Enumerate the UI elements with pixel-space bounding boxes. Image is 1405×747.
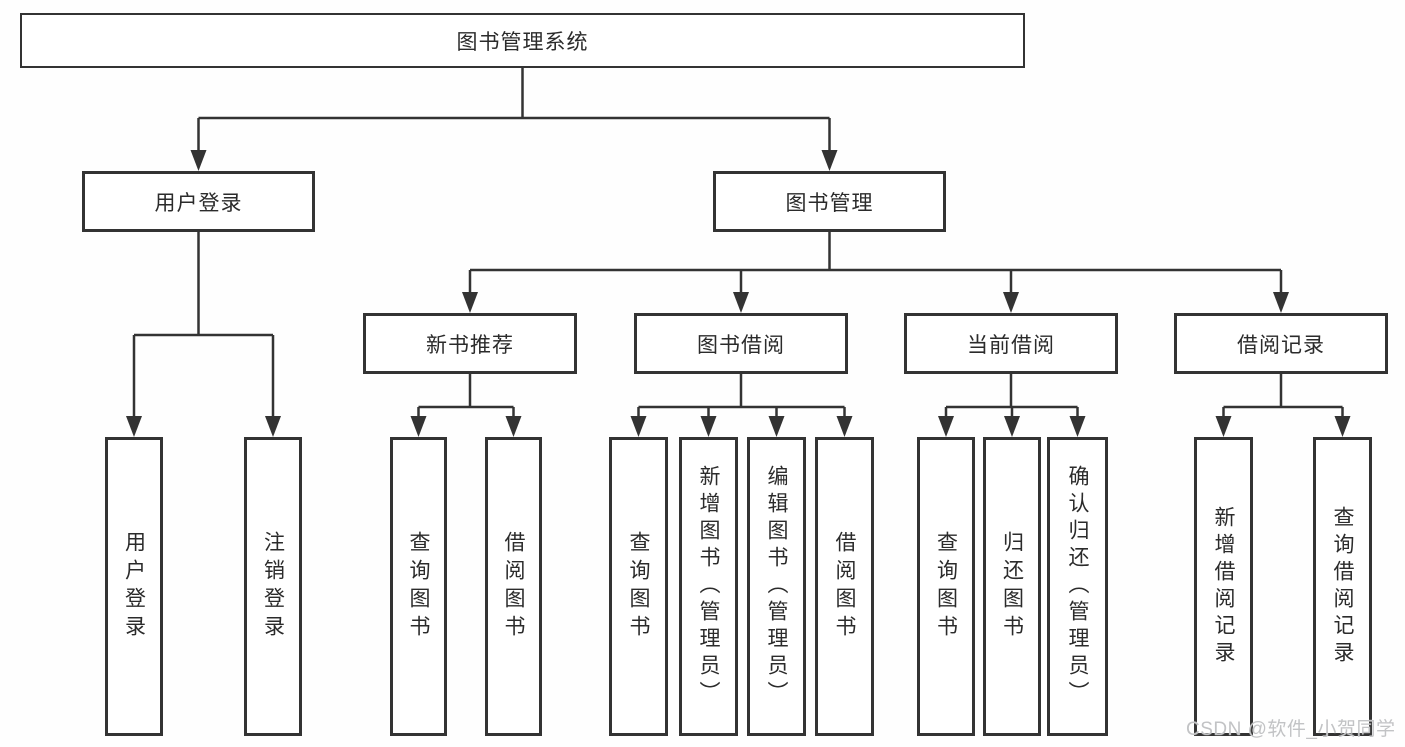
node-user-login-branch: 用户登录 <box>82 171 315 232</box>
node-current-borrow: 当前借阅 <box>904 313 1118 374</box>
arrowhead <box>410 416 427 437</box>
node-book-management-branch: 图书管理 <box>713 171 946 232</box>
leaf-user-login: 用户登录 <box>105 437 163 736</box>
arrowhead <box>190 150 207 171</box>
leaf-return-book: 归还图书 <box>983 437 1041 736</box>
node-library-system: 图书管理系统 <box>20 13 1025 68</box>
leaf-borrow-books-recommend: 借阅图书 <box>485 437 542 736</box>
leaf-query-books-recommend: 查询图书 <box>390 437 447 736</box>
leaf-query-books-current: 查询图书 <box>917 437 975 736</box>
leaf-edit-book-admin: 编辑图书（管理员） <box>747 437 806 736</box>
csdn-watermark: CSDN @软件_小贺同学 <box>1186 719 1396 740</box>
arrowhead <box>836 416 853 437</box>
arrowhead <box>821 150 838 171</box>
leaf-query-books-borrow: 查询图书 <box>609 437 668 736</box>
arrowhead <box>1215 416 1232 437</box>
arrowhead <box>700 416 717 437</box>
leaf-confirm-return-admin: 确认归还（管理员） <box>1047 437 1108 736</box>
arrowhead <box>1004 416 1020 437</box>
leaf-borrow-books: 借阅图书 <box>815 437 874 736</box>
arrowhead <box>938 416 954 437</box>
arrowhead <box>1334 416 1351 437</box>
arrowhead <box>265 416 281 437</box>
node-new-book-recommend: 新书推荐 <box>363 313 577 374</box>
arrowhead <box>1273 292 1289 313</box>
arrowhead <box>126 416 142 437</box>
arrowhead <box>505 416 522 437</box>
leaf-add-book-admin: 新增图书（管理员） <box>679 437 738 736</box>
arrowhead <box>768 416 785 437</box>
arrowhead <box>462 292 478 313</box>
node-book-borrow: 图书借阅 <box>634 313 848 374</box>
arrowhead <box>630 416 647 437</box>
leaf-logout: 注销登录 <box>244 437 302 736</box>
leaf-query-borrow-record: 查询借阅记录 <box>1313 437 1372 736</box>
node-borrow-records: 借阅记录 <box>1174 313 1388 374</box>
leaf-add-borrow-record: 新增借阅记录 <box>1194 437 1253 736</box>
arrowhead <box>1069 416 1086 437</box>
arrowhead <box>733 292 749 313</box>
arrowhead <box>1003 292 1019 313</box>
